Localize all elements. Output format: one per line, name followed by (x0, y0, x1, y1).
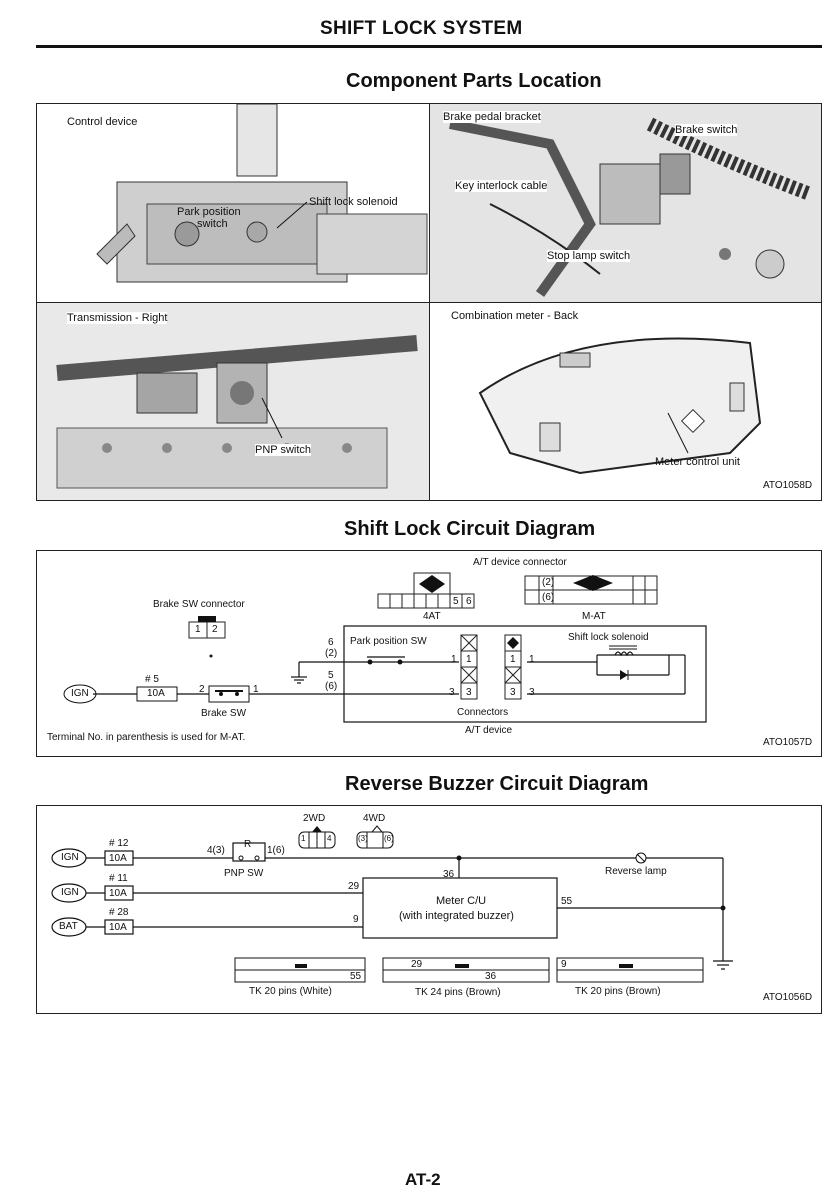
fuse-value-label: 10A (147, 688, 165, 699)
buzzer-circuit-svg (51, 825, 733, 983)
shiftlock-frame: A/T device connector 5 6 (2) (6) 4AT M-A… (36, 550, 822, 757)
pin-mat-6: (6) (542, 592, 555, 603)
pin-mat-2: (2) (542, 577, 555, 588)
meter-illustration (478, 337, 762, 475)
ign-label: IGN (71, 688, 89, 699)
components-title: Component Parts Location (346, 70, 602, 92)
page-number: AT-2 (405, 1170, 441, 1189)
pnp-right-label: 1(6) (267, 845, 285, 856)
shift-lock-solenoid-label: Shift lock solenoid (568, 632, 649, 643)
buzzer-figure-code: ATO1056D (763, 992, 813, 1003)
device-connector-title: A/T device connector (473, 557, 567, 568)
wire-label-p1-c2: 1 (510, 654, 516, 665)
park-position-sw-label: Park position SW (350, 636, 427, 647)
wire-label-6p: (6) (325, 681, 338, 692)
label-4at: 4AT (423, 611, 441, 622)
wire-label-brake-2: 2 (199, 684, 205, 695)
at-device-label: A/T device (465, 725, 513, 736)
tk-brown24-label: TK 24 pins (Brown) (415, 987, 501, 998)
tk-brown20-label: TK 20 pins (Brown) (575, 986, 661, 997)
c4wd-pin-3: (3) (358, 834, 368, 843)
pin-36: 36 (443, 869, 455, 880)
label-stop-lamp-switch: Stop lamp switch (547, 250, 631, 262)
label-key-interlock-cable: Key interlock cable (455, 180, 548, 192)
pnp-sw-label: PNP SW (224, 868, 264, 879)
components-frame: Control device Shift lock solenoid Park … (36, 103, 822, 501)
pin-9: 9 (353, 914, 359, 925)
reverse-lamp-label: Reverse lamp (605, 866, 667, 877)
label-2wd: 2WD (303, 813, 326, 824)
label-shift-lock-solenoid: Shift lock solenoid (309, 196, 398, 208)
meter-cu-sub-label: (with integrated buzzer) (399, 910, 514, 922)
wire-label-brake-1: 1 (253, 684, 259, 695)
source-3-fuse-num: # 28 (109, 907, 129, 918)
wire-label-p1-right: 1 (529, 654, 535, 665)
label-pnp-switch: PNP switch (255, 444, 312, 456)
wire-label-p1-c1: 1 (466, 654, 472, 665)
wire-label-p3-c2: 3 (510, 687, 516, 698)
brake-illustration (430, 104, 821, 302)
wire-label-p3-c1: 3 (466, 687, 472, 698)
source-3-fuse-val: 10A (109, 922, 127, 933)
label-transmission-right: Transmission - Right (67, 312, 168, 324)
buzzer-frame: IGN # 12 10A IGN # 11 10A BAT # 28 10A 2… (36, 805, 822, 1014)
brake-sw-connector-label: Brake SW connector (153, 599, 245, 610)
label-meter-control-unit: Meter control unit (655, 456, 740, 468)
pin-29: 29 (348, 881, 360, 892)
wire-label-6: 6 (328, 637, 334, 648)
brake-sw-pin-1: 1 (195, 624, 201, 635)
header-rule (36, 45, 822, 48)
brake-sw-pin-2: 2 (212, 624, 218, 635)
pnp-left-label: 4(3) (207, 845, 225, 856)
label-mat: M-AT (582, 611, 606, 622)
fuse-number-label: # 5 (145, 674, 159, 685)
pin-4at-6: 6 (466, 596, 472, 607)
label-brake-switch: Brake switch (675, 124, 738, 136)
divider-horizontal (37, 302, 821, 304)
pin-55: 55 (561, 896, 573, 907)
source-2-fuse-val: 10A (109, 888, 127, 899)
label-combination-meter-back: Combination meter - Back (451, 310, 579, 322)
wire-label-p1-left: 1 (451, 654, 457, 665)
source-2-fuse-num: # 11 (109, 873, 128, 884)
tk-white-pin-55: 55 (350, 971, 362, 982)
source-1-name: IGN (61, 852, 79, 863)
control-device-illustration (96, 104, 428, 283)
pin-4at-5: 5 (453, 596, 459, 607)
tk-white-label: TK 20 pins (White) (249, 986, 332, 997)
source-3-name: BAT (59, 921, 78, 932)
shiftlock-note: Terminal No. in parenthesis is used for … (47, 732, 246, 743)
brake-sw-label: Brake SW (201, 708, 247, 719)
shiftlock-figure-code: ATO1057D (763, 737, 813, 748)
wire-label-5: 5 (328, 670, 334, 681)
meter-cu-label: Meter C/U (436, 895, 487, 907)
label-brake-pedal-bracket: Brake pedal bracket (443, 111, 541, 123)
wire-label-2p: (2) (325, 648, 338, 659)
tk-brown24-pin-29: 29 (411, 959, 423, 970)
tk-brown20-pin-9: 9 (561, 959, 567, 970)
label-park-position: Park position (177, 206, 241, 218)
source-1-fuse-val: 10A (109, 853, 127, 864)
connectors-label: Connectors (457, 707, 509, 718)
c2wd-pin-1: 1 (301, 834, 306, 843)
wire-label-p3-right: 3 (529, 687, 535, 698)
page-header-title: SHIFT LOCK SYSTEM (320, 18, 523, 39)
components-figure-code: ATO1058D (763, 480, 813, 491)
label-switch: switch (197, 218, 228, 230)
tk-brown24-pin-36: 36 (485, 971, 497, 982)
c2wd-pin-4: 4 (327, 834, 332, 843)
shiftlock-circuit-svg (63, 572, 707, 723)
wire-label-p3-left: 3 (449, 687, 455, 698)
pnp-r-label: R (244, 839, 252, 850)
shiftlock-title: Shift Lock Circuit Diagram (344, 518, 596, 540)
c4wd-pin-6: (6) (384, 834, 394, 843)
buzzer-title: Reverse Buzzer Circuit Diagram (345, 773, 649, 795)
source-2-name: IGN (61, 887, 79, 898)
transmission-illustration (37, 303, 429, 500)
label-4wd: 4WD (363, 813, 386, 824)
label-control-device: Control device (67, 116, 138, 128)
source-1-fuse-num: # 12 (109, 838, 129, 849)
